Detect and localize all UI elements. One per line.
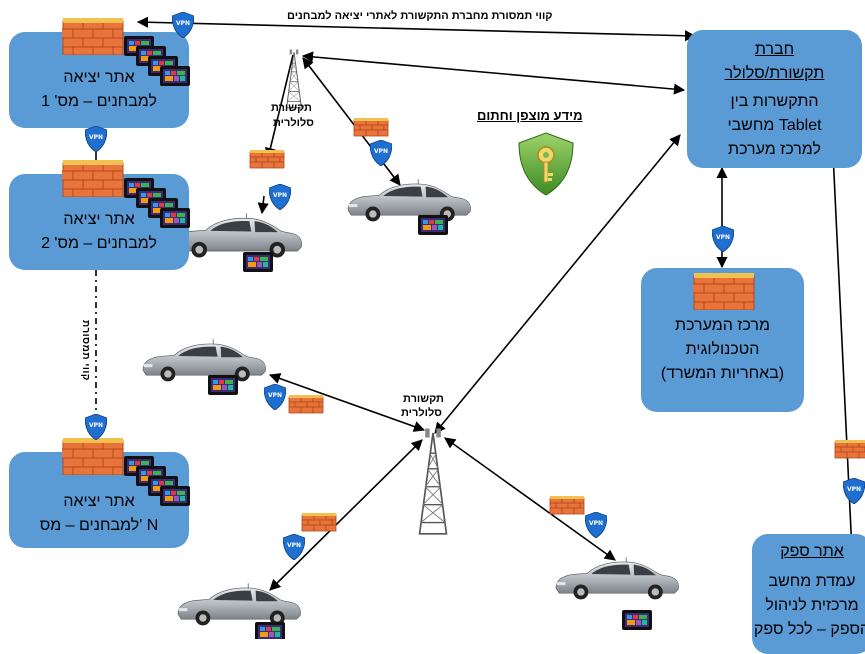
encryption-shield-icon [518,132,574,196]
firewall-icon [353,117,389,137]
vpn-shield-icon: VPN [85,414,107,440]
tablet-stack-icon [124,36,190,86]
tower-top-label-2: סלולרית [273,117,314,129]
tablet-icon [418,215,448,235]
side-link-label: קווי תמסורת [80,320,91,381]
link-tower2-telecom [434,134,681,434]
tablet-icon [243,252,273,272]
telecom-line1: התקשרות בין [730,93,819,110]
link-tower1-site1 [264,54,294,160]
link-car1 [257,195,269,215]
svg-text:VPN: VPN [89,422,103,429]
site-1-line2: למבחנים – מס' 1 [41,93,157,110]
tower-bottom-label-2: סלולרית [401,407,442,419]
vpn-shield-icon: VPN [843,478,865,504]
svg-text:VPN: VPN [374,148,388,155]
site-2-line2: למבחנים – מס' 2 [41,235,157,252]
vpn-shield-icon: VPN [283,534,305,560]
telecom-line2: מחשבי Tablet [727,117,822,134]
vpn-shield-icon: VPN [85,126,107,152]
firewall-icon [693,272,755,310]
telecom-line3: למרכז מערכת [728,141,821,158]
tablet-icon [255,622,285,639]
tower-bottom-label-1: תקשורת [403,393,444,405]
telecom-title1: חברת [754,41,795,58]
tablet-stack-icon [124,178,190,228]
vpn-shield-icon: VPN [585,512,607,538]
vendor-line1: עמדת מחשב [768,573,856,590]
link-tower2-car5 [444,437,616,561]
firewall-icon [301,512,337,532]
vendor-box: אתר ספק עמדת מחשב מרכזית לניהול הספק – ל… [752,534,865,654]
svg-text:VPN: VPN [589,520,603,527]
center-line2: הטכנולוגית [685,341,760,358]
car-icon [177,582,301,626]
vendor-title: אתר ספק [780,543,844,560]
vpn-shield-icon: VPN [712,226,734,252]
tower-top-label-1: תקשורת [271,102,312,114]
firewall-icon [549,495,585,515]
cell-tower-top [286,49,302,109]
link-tower2-car3 [268,373,426,432]
firewall-icon [288,394,324,414]
svg-text:VPN: VPN [287,542,301,549]
link-tower2-car4 [269,439,423,591]
car-icon [555,556,679,600]
site-n-line1: אתר יציאה [63,493,135,510]
car-icon [142,338,266,382]
telecom-title2: תקשורת/סלולר [724,65,825,82]
telecom-box: חברת תקשורת/סלולר התקשרות בין מחשבי Tabl… [687,30,862,168]
tablet-stack-icon [124,456,190,506]
site-n-line2: למבחנים – מס' N [39,517,159,534]
link-site1-telecom [136,16,697,42]
svg-text:VPN: VPN [89,134,103,141]
site-1-line1: אתר יציאה [63,69,135,86]
center-line3: (באחריות המשרד) [660,365,785,382]
vpn-shield-icon: VPN [269,184,291,210]
tablet-icon [622,610,652,630]
site-2-line1: אתר יציאה [63,211,135,228]
center-line1: מרכז המערכת [675,317,770,334]
svg-text:VPN: VPN [273,192,287,199]
firewall-icon [62,17,124,55]
vpn-shield-icon: VPN [172,12,194,38]
encrypted-label: מידע מוצפן וחתום [477,108,583,123]
vendor-line2: מרכזית לניהול [765,597,859,614]
firewall-icon [249,149,285,169]
top-link-label: קווי תמסורת מחברת התקשורת לאתרי יציאה למ… [287,10,553,22]
svg-text:VPN: VPN [268,392,282,399]
vpn-shield-icon: VPN [370,140,392,166]
cell-tower-bottom [418,427,448,535]
vpn-shield-icon: VPN [264,384,286,410]
firewall-icon [834,439,865,459]
car-icon [347,178,471,222]
svg-text:VPN: VPN [847,486,861,493]
firewall-icon [62,437,124,475]
tablet-icon [208,375,238,395]
firewall-icon [62,159,124,197]
svg-text:VPN: VPN [176,20,190,27]
svg-text:VPN: VPN [716,234,730,241]
vendor-line3: הספק – לכל ספק [753,621,865,638]
link-tower1-telecom [301,51,686,95]
